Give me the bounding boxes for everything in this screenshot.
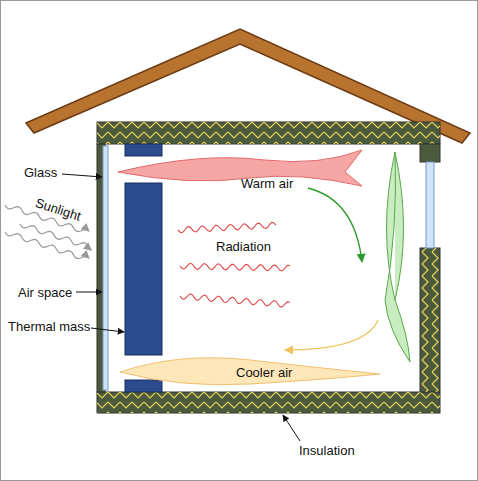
radiation-label: Radiation — [216, 240, 271, 254]
warm-air-label: Warm air — [241, 177, 293, 191]
insulation-label: Insulation — [299, 444, 355, 458]
air-space-label: Air space — [18, 286, 72, 300]
glass-label: Glass — [24, 166, 57, 180]
thermal-mass-label: Thermal mass — [8, 320, 90, 334]
cooler-air-label: Cooler air — [236, 366, 292, 380]
